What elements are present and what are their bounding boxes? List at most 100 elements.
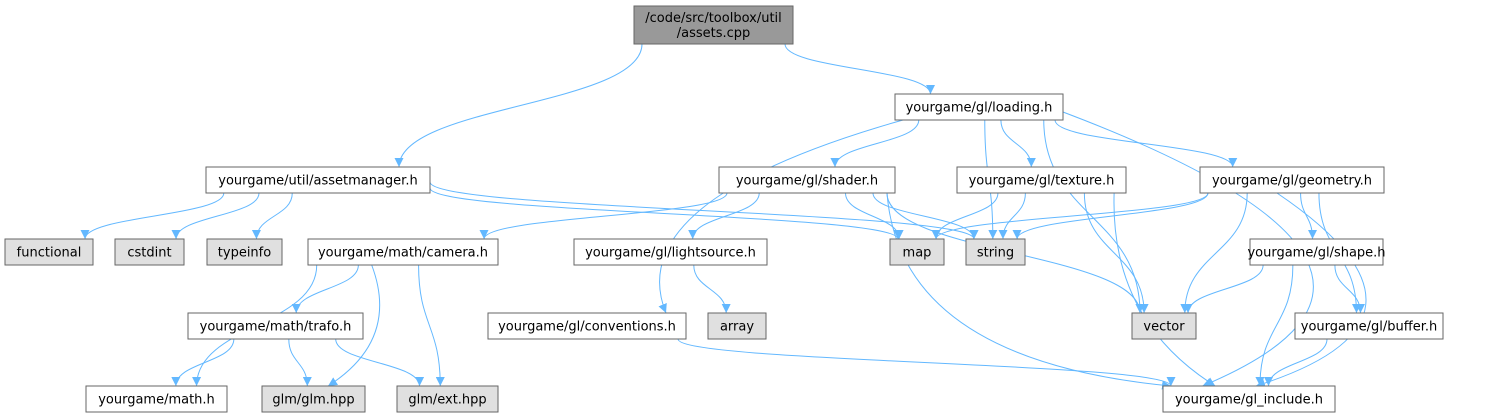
node-label: /assets.cpp <box>677 26 751 41</box>
edge-assetmanager-to-functional <box>80 192 225 240</box>
node-cstdint: cstdint <box>114 238 185 266</box>
node-label: yourgame/math.h <box>98 393 215 408</box>
node-vector: vector <box>1131 312 1197 340</box>
node-box <box>205 166 431 194</box>
node-label: yourgame/gl/shader.h <box>736 174 878 189</box>
edge-root-to-assetmanager <box>394 43 643 168</box>
node-label: yourgame/gl/conventions.h <box>498 320 676 335</box>
node-functional: functional <box>4 238 94 266</box>
node-label: yourgame/gl/buffer.h <box>1301 320 1437 335</box>
node-label: typeinfo <box>218 246 271 261</box>
edge-loading-to-vector <box>1043 119 1145 314</box>
edge-shader-to-string <box>872 192 979 240</box>
edge-texture-to-gl-include <box>1113 192 1216 387</box>
node-label: yourgame/gl/loading.h <box>906 101 1053 116</box>
node-label: yourgame/math/camera.h <box>318 246 488 261</box>
node-label: yourgame/gl/texture.h <box>969 174 1115 189</box>
edge-shader-to-camera <box>479 192 728 240</box>
node-label: string <box>977 246 1014 261</box>
node-ext: glm/ext.hpp <box>396 385 499 413</box>
node-label: glm/glm.hpp <box>272 393 354 408</box>
node-box <box>1249 238 1384 266</box>
edge-geometry-to-gl-include <box>1255 192 1367 388</box>
edge-loading-to-texture <box>1000 119 1036 168</box>
node-box <box>396 385 499 413</box>
edge-shape-to-buffer <box>1334 264 1365 314</box>
node-label: /code/src/toolbox/util <box>645 11 782 26</box>
edge-shader-to-lightsource <box>688 192 760 240</box>
edge-conventions-to-gl-include <box>677 338 1176 387</box>
edge-loading-to-conventions <box>658 119 904 314</box>
node-buffer[interactable]: yourgame/gl/buffer.h <box>1294 312 1444 340</box>
edge-shader-to-map <box>845 192 904 240</box>
edge-texture-to-vector <box>1083 192 1149 314</box>
node-box <box>85 385 228 413</box>
edge-camera-to-glm <box>327 264 381 387</box>
node-box <box>965 238 1026 266</box>
node-trafo[interactable]: yourgame/math/trafo.h <box>187 312 364 340</box>
edge-shader-to-gl-include <box>886 192 1172 390</box>
dependency-nodes: /code/src/toolbox/util/assets.cpp yourgam… <box>4 5 1444 413</box>
node-assetmanager[interactable]: yourgame/util/assetmanager.h <box>205 166 431 194</box>
node-label: vector <box>1143 320 1185 335</box>
edge-camera-to-ext <box>418 264 445 387</box>
node-box <box>707 312 767 340</box>
node-label: map <box>903 246 932 261</box>
edge-geometry-to-vector <box>1180 192 1248 314</box>
node-conventions[interactable]: yourgame/gl/conventions.h <box>487 312 687 340</box>
node-array: array <box>707 312 767 340</box>
node-geometry[interactable]: yourgame/gl/geometry.h <box>1199 166 1385 194</box>
node-label: yourgame/util/assetmanager.h <box>218 174 417 189</box>
node-box <box>4 238 94 266</box>
edge-loading-to-geometry <box>1054 119 1238 168</box>
edge-assetmanager-to-typeinfo <box>251 192 293 240</box>
node-gl-include[interactable]: yourgame/gl_include.h <box>1162 385 1336 413</box>
node-box <box>114 238 185 266</box>
node-box <box>261 385 366 413</box>
node-math[interactable]: yourgame/math.h <box>85 385 228 413</box>
node-lightsource[interactable]: yourgame/gl/lightsource.h <box>573 238 768 266</box>
edge-geometry-to-shape <box>1300 192 1318 240</box>
edge-shape-to-gl-include <box>1255 264 1294 387</box>
edge-trafo-to-glm <box>288 338 312 387</box>
node-box <box>487 312 687 340</box>
node-typeinfo: typeinfo <box>206 238 283 266</box>
edge-assetmanager-to-string <box>429 181 979 240</box>
node-label: glm/ext.hpp <box>408 393 486 408</box>
node-box <box>307 238 499 266</box>
node-label: yourgame/math/trafo.h <box>200 320 352 335</box>
node-box <box>889 238 945 266</box>
node-box <box>956 166 1127 194</box>
edge-buffer-to-gl-include <box>1264 338 1328 387</box>
node-texture[interactable]: yourgame/gl/texture.h <box>956 166 1127 194</box>
node-box <box>1294 312 1444 340</box>
edge-trafo-to-math <box>171 338 235 387</box>
node-shape[interactable]: yourgame/gl/shape.h <box>1247 238 1386 266</box>
edge-camera-to-trafo <box>291 264 359 314</box>
node-box <box>633 5 794 45</box>
edge-assetmanager-to-cstdint <box>171 192 260 240</box>
node-root[interactable]: /code/src/toolbox/util/assets.cpp <box>633 5 794 45</box>
node-box <box>1199 166 1385 194</box>
node-shader[interactable]: yourgame/gl/shader.h <box>718 166 896 194</box>
node-box <box>1162 385 1336 413</box>
node-label: array <box>720 320 754 335</box>
node-box <box>206 238 283 266</box>
node-label: cstdint <box>127 246 171 261</box>
node-label: yourgame/gl/lightsource.h <box>585 246 756 261</box>
node-glm: glm/glm.hpp <box>261 385 366 413</box>
edge-shape-to-vector <box>1183 264 1264 314</box>
node-map: map <box>889 238 945 266</box>
edge-loading-to-shader <box>830 119 920 168</box>
node-box <box>573 238 768 266</box>
node-label: yourgame/gl_include.h <box>1175 393 1323 408</box>
edge-texture-to-string <box>998 192 1026 240</box>
edge-lightsource-to-array <box>693 264 731 314</box>
edge-assetmanager-to-map <box>429 187 903 240</box>
edge-trafo-to-ext <box>335 338 425 387</box>
node-loading[interactable]: yourgame/gl/loading.h <box>894 93 1064 121</box>
edge-geometry-to-string <box>1012 192 1209 240</box>
node-camera[interactable]: yourgame/math/camera.h <box>307 238 499 266</box>
node-box <box>894 93 1064 121</box>
